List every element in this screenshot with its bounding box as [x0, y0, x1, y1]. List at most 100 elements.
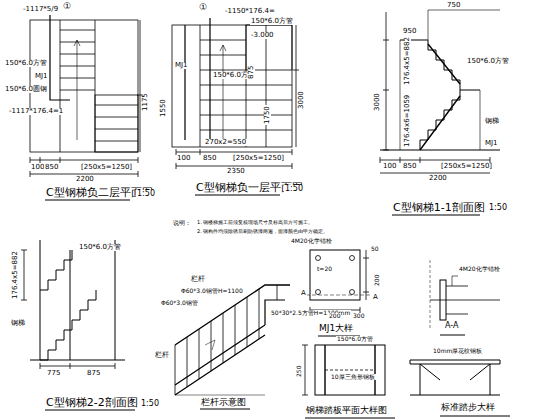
member-label: 150*6.0方管	[78, 244, 122, 251]
drawing-stroke	[380, 149, 500, 150]
drawing-stroke	[315, 345, 385, 395]
member-label: 150*6.0方管	[336, 336, 374, 342]
dimension-label: 850	[44, 164, 59, 171]
drawing-stroke	[185, 18, 210, 145]
drawing-stroke	[246, 25, 292, 70]
drawing-title: 钢梯踏板平面大样图	[305, 406, 388, 415]
dimension-label: 950	[402, 28, 417, 35]
callout-number: ①	[198, 3, 208, 12]
tread-plan-detail	[302, 345, 395, 418]
dimension-label: 1175	[142, 92, 149, 112]
dimension-label: 850	[202, 155, 217, 162]
member-label: 150*6.0圆钢	[4, 86, 48, 93]
dimension-label: [250x5=1250]	[80, 164, 133, 171]
drawing-stroke	[77, 40, 78, 140]
dimension-label: -1117*176.4=1	[8, 108, 64, 115]
drawing-stroke	[195, 194, 280, 195]
drawing-stroke	[45, 409, 135, 410]
drawing-stroke	[400, 40, 480, 150]
member-label: 150*6.0方管	[250, 18, 294, 25]
section-mark: A	[372, 294, 379, 301]
drawing-stroke	[325, 345, 375, 395]
plate-label: MJ1	[34, 73, 49, 80]
member-label: 150*6.0方管	[4, 60, 48, 67]
drawing-stroke	[220, 45, 226, 140]
dimension-label: 2200	[75, 176, 95, 183]
drawing-stroke	[246, 85, 292, 130]
drawing-stroke	[420, 364, 490, 395]
member-label: 栏杆	[154, 352, 170, 359]
dimension-label: [250x5=1250]	[232, 155, 285, 162]
drawing-stroke	[420, 44, 460, 150]
dimension-label: 850	[402, 163, 417, 170]
drawing-stroke	[40, 250, 72, 290]
drawing-stroke	[316, 256, 321, 261]
section-mark: A	[300, 290, 307, 297]
dimension-label: 100	[382, 163, 397, 170]
dimension-label: 250	[296, 365, 302, 378]
drawing-stroke	[350, 290, 355, 295]
drawing-stroke	[302, 345, 308, 395]
drawing-stroke	[325, 370, 375, 371]
scale-label: 1:50	[488, 204, 508, 212]
dimension-label: 1550	[160, 98, 167, 118]
drawing-stroke	[200, 25, 201, 147]
section-2-2	[21, 240, 135, 410]
dimension-label: 200	[328, 313, 341, 319]
dimension-label: [250x5=1250]	[440, 163, 493, 170]
note-heading: 说明：	[172, 220, 192, 226]
drawing-stroke	[428, 10, 500, 40]
drawing-stroke	[420, 90, 480, 150]
dimension-label: 2350	[226, 168, 246, 175]
drawing-title: 栏杆示意图	[200, 398, 247, 407]
drawing-stroke	[45, 199, 130, 200]
dimension-label: 270x2=550	[204, 139, 247, 146]
drawing-stroke	[440, 416, 510, 417]
member-label: Φ60*3.0钢管	[160, 300, 199, 306]
plate-label: MJ1	[484, 140, 499, 147]
member-label: 150*6.0方管	[466, 58, 510, 65]
dimension-label: 750	[446, 2, 461, 9]
drawing-stroke	[300, 295, 370, 296]
drawing-stroke	[176, 149, 292, 169]
scale-label: 1:50	[140, 400, 160, 408]
plate-label: MJ1	[174, 62, 189, 69]
drawing-stroke	[60, 20, 61, 152]
anchor-label: 4M20化学锚栓	[458, 266, 501, 272]
member-label: 钢梯	[484, 118, 500, 125]
drawing-stroke	[392, 214, 480, 215]
drawing-stroke	[175, 340, 265, 395]
dimension-label: 875	[248, 65, 255, 80]
dimension-label: 775	[46, 370, 61, 377]
note-text: 2. 钢构件均须除锈后刷防锈漆两遍，面漆颜色由甲方确定。	[196, 229, 329, 234]
scale-label: 1:50	[136, 190, 156, 198]
member-label: 10mm厚花纹钢板	[432, 348, 483, 354]
dimension-label: 3000	[374, 92, 381, 112]
anchor-label: 4M20化学锚栓	[290, 238, 333, 244]
drawing-stroke	[74, 40, 80, 46]
drawing-title: A-A	[444, 322, 459, 330]
drawing-stroke	[172, 25, 292, 147]
dimension-label: 300	[352, 313, 365, 319]
drawing-stroke	[440, 335, 465, 336]
drawing-title: C型钢梯1-1剖面图	[392, 202, 486, 214]
section-a-a	[430, 260, 500, 335]
dimension-label: 875	[86, 370, 101, 377]
drawing-stroke	[310, 250, 369, 313]
member-label: 栏杆	[190, 276, 206, 283]
dimension-label: 1750	[264, 105, 271, 125]
drawing-stroke	[310, 250, 360, 300]
callout-number: ①	[62, 2, 72, 11]
drawing-stroke	[95, 105, 138, 141]
drawing-stroke	[175, 300, 285, 395]
drawing-stroke	[410, 394, 500, 395]
drawing-stroke	[200, 409, 250, 410]
member-label: 10厚三角形钢板	[330, 374, 376, 380]
member-label: Φ60*3.0钢管H=1100	[180, 288, 244, 294]
drawing-stroke	[383, 12, 389, 150]
drawing-stroke	[430, 260, 431, 330]
drawing-stroke	[305, 418, 395, 419]
drawing-stroke	[266, 25, 299, 147]
member-label: 钢梯	[10, 320, 26, 327]
drawing-title: C型钢梯2-2剖面图	[45, 397, 139, 409]
